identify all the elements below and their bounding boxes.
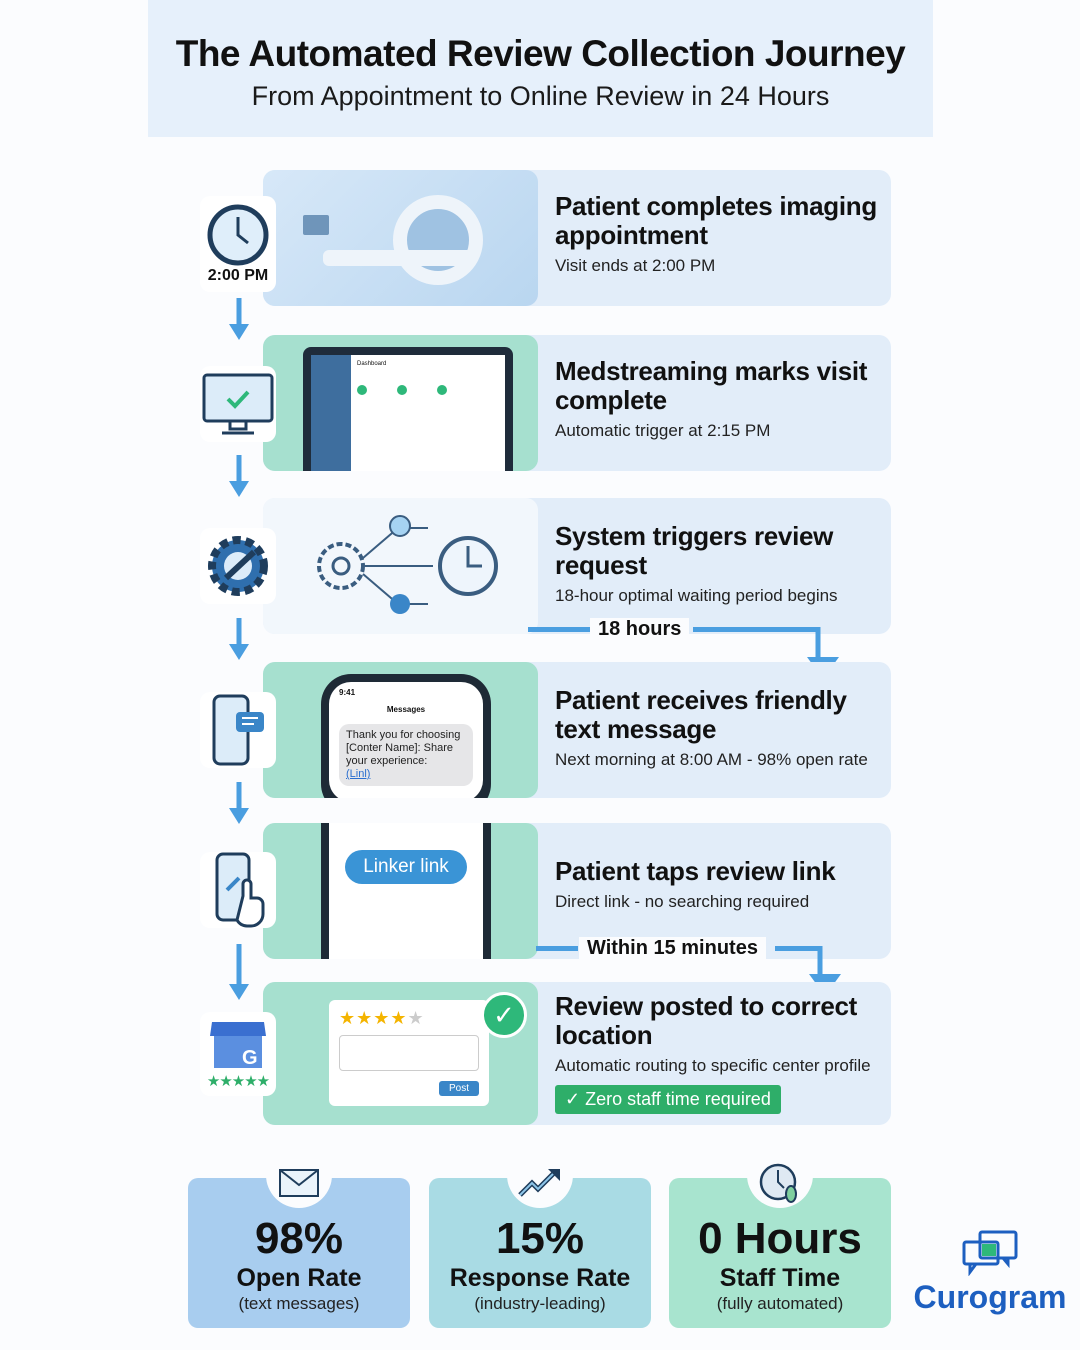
stat-value: 98% bbox=[254, 1214, 344, 1263]
clock-zero-icon bbox=[747, 1158, 813, 1208]
post-button[interactable]: Post bbox=[438, 1081, 479, 1096]
down-arrow-icon bbox=[229, 298, 249, 340]
stat-label: Open Rate bbox=[236, 1264, 362, 1292]
trigger-flow-image bbox=[263, 498, 538, 634]
google-business-icon: G ★★★★★ bbox=[200, 1012, 276, 1096]
imaging-room-image bbox=[263, 170, 538, 306]
phone-message-icon bbox=[200, 692, 276, 768]
stat-open-rate: 98% Open Rate (text messages) bbox=[188, 1158, 410, 1328]
step-card-3: System triggers review request 18-hour o… bbox=[263, 498, 891, 634]
header: The Automated Review Collection Journey … bbox=[148, 0, 933, 137]
svg-text:G: G bbox=[242, 1047, 258, 1069]
down-arrow-icon bbox=[229, 782, 249, 824]
stat-staff-time: 0 Hours Staff Time (fully automated) bbox=[669, 1158, 891, 1328]
step-subtitle: Automatic trigger at 2:15 PM bbox=[555, 421, 771, 440]
review-link-button[interactable]: Linker link bbox=[345, 850, 467, 884]
step-title: Patient completes imaging appointment bbox=[555, 191, 877, 250]
phone-tap-image: Linker link bbox=[263, 823, 538, 959]
step-subtitle: Visit ends at 2:00 PM bbox=[555, 256, 716, 275]
phone-message-image: 9:41 Messages Thank you for choosing [Co… bbox=[263, 662, 538, 798]
stat-desc: (text messages) bbox=[238, 1294, 360, 1313]
timer-label-18-hours: 18 hours bbox=[590, 618, 690, 641]
step-card-6: ★★★★★ Post ✓ Review posted to correct lo… bbox=[263, 982, 891, 1125]
step-title: Patient taps review link bbox=[555, 856, 836, 886]
clock-label: 2:00 PM bbox=[207, 267, 269, 284]
timeline-line bbox=[693, 627, 818, 632]
stat-label: Response Rate bbox=[449, 1264, 631, 1292]
timeline-line bbox=[528, 627, 590, 632]
down-arrow-icon bbox=[229, 944, 249, 1000]
zero-staff-badge: ✓ Zero staff time required bbox=[555, 1085, 781, 1114]
stat-label: Staff Time bbox=[719, 1264, 841, 1292]
step-title: Patient receives friendly text message bbox=[555, 685, 847, 744]
message-link[interactable]: (Linl) bbox=[346, 768, 371, 780]
trend-up-icon bbox=[507, 1158, 573, 1208]
stat-desc: (fully automated) bbox=[716, 1294, 844, 1313]
review-post-image: ★★★★★ Post ✓ bbox=[263, 982, 538, 1125]
step-card-5: Linker link Patient taps review link Dir… bbox=[263, 823, 891, 959]
message-text: Thank you for choosing [Conter Name]: Sh… bbox=[346, 729, 461, 767]
step-card-2: Dashboard Medstreaming marks visit compl… bbox=[263, 335, 891, 471]
gear-wrench-icon bbox=[200, 528, 276, 604]
step-subtitle: 18-hour optimal waiting period begins bbox=[555, 586, 838, 605]
brand-logo: Curogram bbox=[905, 1228, 1075, 1316]
timeline-line bbox=[775, 946, 820, 951]
phone-time: 9:41 bbox=[339, 688, 356, 697]
down-arrow-icon bbox=[229, 455, 249, 497]
step-card-1: Patient completes imaging appointment Vi… bbox=[263, 170, 891, 306]
brand-name: Curogram bbox=[913, 1279, 1067, 1315]
step-subtitle: Automatic routing to specific center pro… bbox=[555, 1056, 871, 1075]
messages-header: Messages bbox=[386, 705, 426, 714]
stat-value: 0 Hours bbox=[698, 1214, 862, 1263]
step-card-4: 9:41 Messages Thank you for choosing [Co… bbox=[263, 662, 891, 798]
stat-response-rate: 15% Response Rate (industry-leading) bbox=[429, 1158, 651, 1328]
stat-value: 15% bbox=[495, 1214, 585, 1263]
check-circle-icon: ✓ bbox=[481, 992, 527, 1038]
dashboard-image: Dashboard bbox=[263, 335, 538, 471]
stat-desc: (industry-leading) bbox=[474, 1294, 606, 1313]
phone-tap-icon bbox=[200, 852, 276, 928]
step-title: Medstreaming marks visit complete bbox=[555, 356, 868, 415]
down-arrow-icon bbox=[229, 618, 249, 660]
monitor-check-icon bbox=[200, 366, 276, 442]
green-stars-icon: ★★★★★ bbox=[206, 1073, 270, 1090]
page-subtitle: From Appointment to Online Review in 24 … bbox=[251, 81, 830, 111]
chat-bubbles-icon bbox=[962, 1230, 1018, 1277]
clock-icon: 2:00 PM bbox=[200, 196, 276, 292]
envelope-icon bbox=[266, 1158, 332, 1208]
page-title: The Automated Review Collection Journey bbox=[175, 33, 906, 74]
step-subtitle: Direct link - no searching required bbox=[555, 892, 810, 911]
timer-label-15-minutes: Within 15 minutes bbox=[579, 937, 766, 960]
timeline-line bbox=[536, 946, 578, 951]
star-rating: ★★★★★ bbox=[339, 1008, 425, 1028]
step-title: Review posted to correct location bbox=[555, 991, 857, 1050]
step-title: System triggers review request bbox=[555, 521, 834, 580]
dashboard-screen: Dashboard bbox=[351, 355, 505, 471]
dashboard-label: Dashboard bbox=[357, 361, 387, 367]
step-subtitle: Next morning at 8:00 AM - 98% open rate bbox=[555, 750, 868, 769]
